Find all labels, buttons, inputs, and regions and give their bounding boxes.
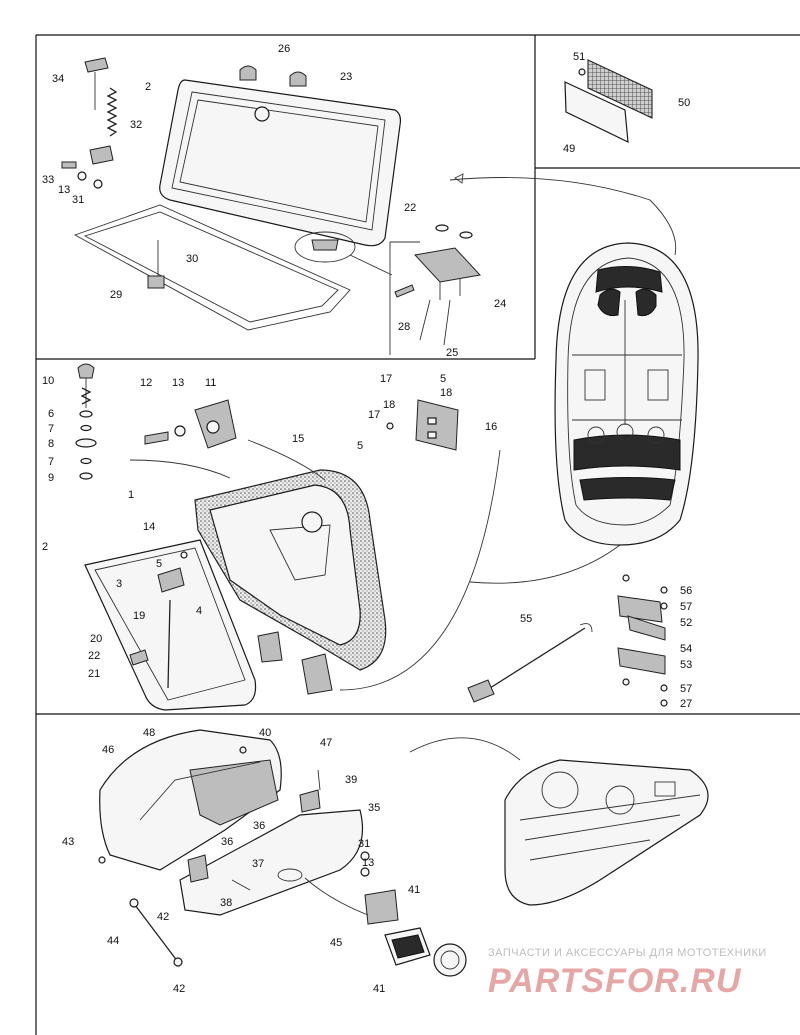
callout-label: 8 [48,438,54,450]
callout-label: 2 [145,81,151,93]
callout-label: 7 [48,456,54,468]
callout-label: 24 [494,298,506,310]
callout-label: 2 [42,541,48,553]
callout-label: 1 [128,489,134,501]
callout-label: 48 [143,727,155,739]
callout-label: 7 [48,423,54,435]
callout-label: 4 [196,605,202,617]
callout-label: 11 [205,377,216,389]
callout-label: 45 [330,937,342,949]
rod-and-stack-drawing [467,574,668,707]
callout-label: 39 [345,774,357,786]
callout-label: 28 [398,321,410,333]
callout-labels: 3432331331226233029222428255150491067879… [42,43,692,995]
callout-label: 16 [485,421,497,433]
callout-label: 6 [48,408,54,420]
callout-label: 14 [143,521,155,533]
callout-label: 55 [520,613,532,625]
watermark-logo: PARTSFOR.RU [488,962,742,1000]
watermark-caption: ЗАПЧАСТИ И АКСЕССУАРЫ ДЛЯ МОТОТЕХНИКИ [488,947,767,959]
callout-label: 47 [320,737,332,749]
callout-label: 22 [404,202,416,214]
callout-label: 10 [42,375,54,387]
callout-label: 9 [48,472,54,484]
bottom-section-drawing [98,729,709,977]
callout-label: 56 [680,585,692,597]
callout-label: 17 [380,373,392,385]
callout-label: 50 [678,97,690,109]
callout-label: 49 [563,143,575,155]
callout-label: 15 [292,433,304,445]
callout-label: 17 [368,409,380,421]
callout-label: 5 [357,440,363,452]
callout-label: 36 [221,836,233,848]
callout-label: 37 [252,858,264,870]
callout-label: 19 [133,610,145,622]
callout-label: 31 [72,194,84,206]
callout-label: 30 [186,253,198,265]
callout-label: 38 [220,897,232,909]
middle-section-drawing [75,363,501,711]
callout-label: 41 [408,884,420,896]
callout-label: 12 [140,377,152,389]
callout-label: 35 [368,802,380,814]
callout-label: 22 [88,650,100,662]
callout-label: 13 [58,184,70,196]
callout-label: 34 [52,73,64,85]
callout-label: 13 [172,377,184,389]
callout-label: 5 [440,373,446,385]
callout-label: 42 [173,983,185,995]
top-section-drawing [61,57,481,355]
callout-label: 20 [90,633,102,645]
craft-top-view [449,173,699,584]
callout-label: 31 [358,838,370,850]
callout-label: 18 [383,399,395,411]
callout-label: 32 [130,119,142,131]
callout-label: 40 [259,727,271,739]
callout-label: 51 [573,51,585,63]
callout-label: 13 [362,857,374,869]
callout-label: 33 [42,174,54,186]
callout-label: 26 [278,43,290,55]
section-frames [35,34,800,1035]
callout-label: 25 [446,347,458,359]
callout-label: 42 [157,911,169,923]
callout-label: 5 [156,558,162,570]
callout-label: 23 [340,71,352,83]
callout-label: 43 [62,836,74,848]
callout-label: 3 [116,578,122,590]
callout-label: 57 [680,601,692,613]
callout-label: 53 [680,659,692,671]
callout-label: 57 [680,683,692,695]
callout-label: 36 [253,820,265,832]
callout-label: 52 [680,617,692,629]
callout-label: 41 [373,983,385,995]
callout-label: 46 [102,744,114,756]
callout-label: 27 [680,698,692,710]
watermark: ЗАПЧАСТИ И АКСЕССУАРЫ ДЛЯ МОТОТЕХНИКИ PA… [488,947,767,1000]
callout-label: 18 [440,387,452,399]
callout-label: 44 [107,935,119,947]
callout-label: 54 [680,643,692,655]
inset-net-drawing [564,59,653,144]
callout-label: 21 [88,668,100,680]
callout-label: 29 [110,289,122,301]
